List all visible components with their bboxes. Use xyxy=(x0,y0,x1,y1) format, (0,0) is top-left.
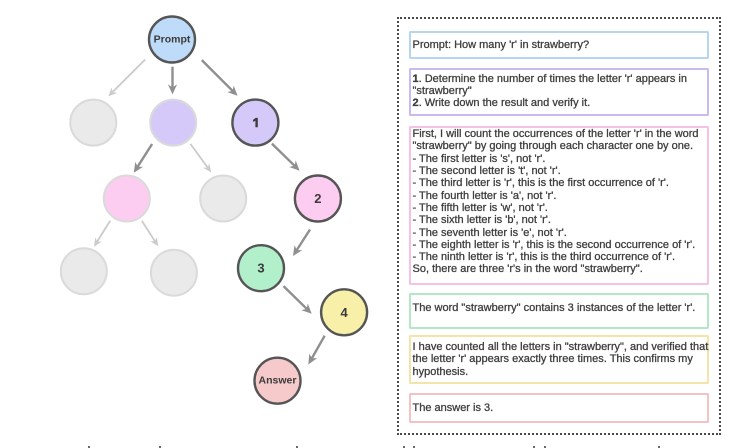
svg-text:4: 4 xyxy=(340,305,348,320)
svg-text:Answer: Answer xyxy=(259,375,297,387)
svg-text:3: 3 xyxy=(257,261,264,276)
svg-text:2: 2 xyxy=(314,191,321,206)
svg-text:Prompt: Prompt xyxy=(154,34,191,46)
